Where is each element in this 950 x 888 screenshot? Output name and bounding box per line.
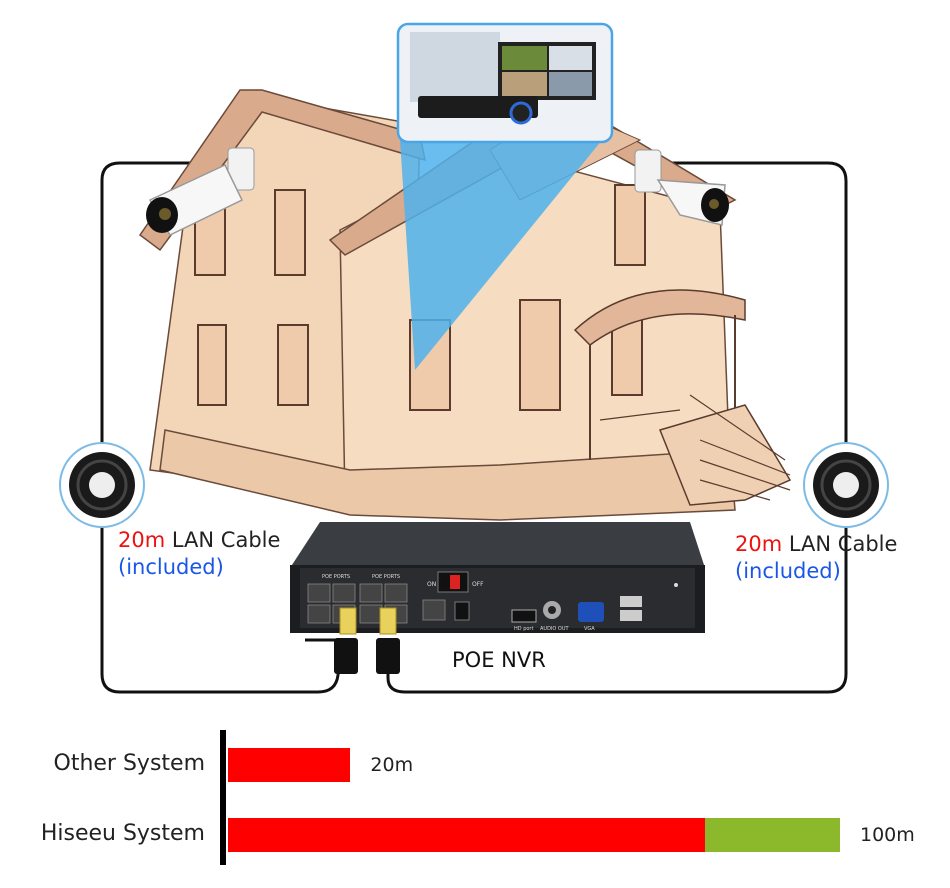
bar-segment [228, 818, 706, 852]
poe-ports-label-a: POE PORTS [322, 574, 350, 580]
lan-plug-right-icon [376, 607, 400, 674]
cable-included-left: (included) [118, 555, 224, 579]
nvr-monitor-inset [396, 22, 614, 144]
poe-nvr-device: POE PORTS POE PORTS ON OFF HD port AUDIO… [290, 522, 705, 674]
cable-coil-left-icon [59, 442, 145, 528]
house-scene: POE PORTS POE PORTS ON OFF HD port AUDIO… [59, 22, 889, 694]
lan-plug-left-icon [334, 607, 358, 674]
cable-included-right: (included) [735, 559, 841, 583]
category-label: Other System [53, 751, 206, 776]
nvr-label: POE NVR [452, 648, 546, 672]
camera-right-icon [634, 149, 729, 226]
bar-segment [705, 818, 840, 852]
vga-port-label: VGA [584, 626, 595, 632]
switch-off-label: OFF [472, 581, 484, 588]
bar-segment [228, 748, 351, 782]
camera-view-beam [400, 140, 602, 370]
poe-ports-label-b: POE PORTS [372, 574, 400, 580]
cable-coil-right-icon [803, 442, 889, 528]
bar [228, 748, 351, 782]
cable-text-right: LAN Cable [782, 532, 898, 556]
cable-length-right: 20m [735, 532, 783, 556]
bar [228, 818, 840, 852]
cable-text-left: LAN Cable [165, 528, 281, 552]
bar-value-label: 100m [860, 824, 915, 846]
lan-cable-loop [100, 161, 848, 694]
cable-label-left: 20m LAN Cable (included) [118, 527, 280, 581]
audio-out-label: AUDIO OUT [540, 626, 570, 632]
switch-on-label: ON [427, 581, 436, 588]
chart-axis [220, 730, 226, 865]
camera-left-icon [146, 147, 255, 236]
bar-value-label: 20m [370, 754, 414, 776]
cable-length-left: 20m [118, 528, 166, 552]
hdmi-port-label: HD port [514, 626, 533, 632]
category-label: Hiseeu System [40, 821, 205, 846]
cable-label-right: 20m LAN Cable (included) [735, 531, 897, 585]
